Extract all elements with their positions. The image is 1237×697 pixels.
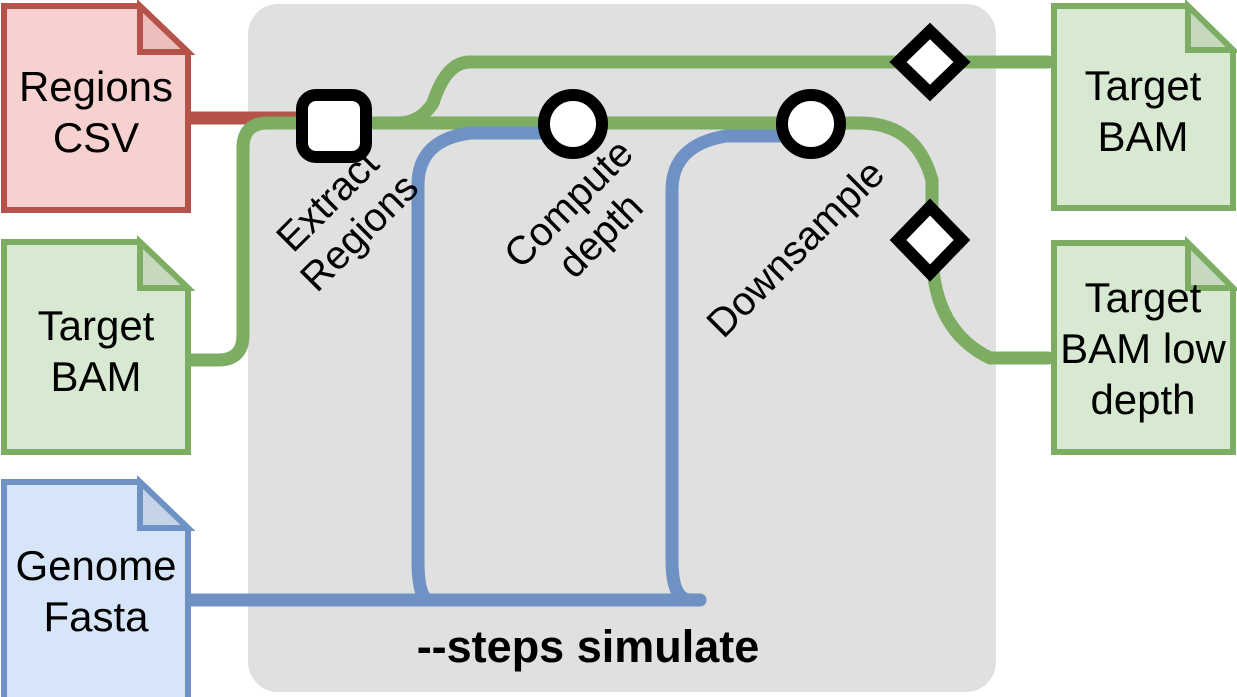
edge-target-bam-to-extract bbox=[179, 116, 337, 367]
edge-genome-fasta-to-compute-depth bbox=[411, 126, 552, 607]
target-bam-output-line-2: BAM bbox=[1097, 113, 1188, 160]
node-genome-fasta[interactable] bbox=[1, 474, 196, 697]
target-bam-input-body bbox=[1, 239, 191, 455]
regions-csv-line-2: CSV bbox=[53, 114, 139, 161]
target-bam-input-fold bbox=[137, 234, 196, 291]
target-bam-output-label: Target BAM bbox=[1085, 62, 1202, 160]
panel-title: --steps simulate bbox=[417, 621, 760, 672]
target-bam-output-line-1: Target bbox=[1085, 62, 1202, 109]
target-bam-low-depth-fold bbox=[1185, 235, 1237, 291]
steps-panel bbox=[248, 4, 996, 692]
genome-fasta-body bbox=[1, 479, 191, 697]
node-target-bam-input[interactable] bbox=[1, 234, 196, 455]
target-bam-low-depth-label: Target BAM low depth bbox=[1060, 274, 1226, 423]
regions-csv-body bbox=[1, 3, 191, 213]
node-target-bam-low-depth[interactable] bbox=[1051, 235, 1237, 455]
target-bam-input-line-2: BAM bbox=[50, 353, 141, 400]
target-bam-low-depth-line-3: depth bbox=[1090, 376, 1195, 423]
step-node-downsample[interactable] bbox=[776, 89, 846, 159]
genome-fasta-fold bbox=[137, 474, 196, 531]
node-regions-csv[interactable] bbox=[1, 0, 196, 213]
target-bam-low-depth-body bbox=[1051, 240, 1236, 455]
regions-csv-line-1: Regions bbox=[19, 63, 173, 110]
output-marker-top-diamond-icon[interactable] bbox=[889, 22, 971, 102]
genome-fasta-label: Genome Fasta bbox=[15, 542, 176, 640]
target-bam-low-depth-line-2: BAM low bbox=[1060, 325, 1226, 372]
output-marker-bottom-diamond-icon[interactable] bbox=[889, 198, 971, 282]
node-target-bam-output[interactable] bbox=[1051, 0, 1237, 211]
genome-fasta-line-1: Genome bbox=[15, 542, 176, 589]
target-bam-output-fold bbox=[1185, 0, 1237, 53]
target-bam-input-line-1: Target bbox=[38, 302, 155, 349]
target-bam-input-label: Target BAM bbox=[38, 302, 155, 400]
target-bam-output-body bbox=[1051, 3, 1236, 211]
step-node-extract-regions[interactable] bbox=[296, 89, 372, 163]
target-bam-low-depth-line-1: Target bbox=[1085, 274, 1202, 321]
step-node-compute-depth[interactable] bbox=[538, 89, 608, 159]
regions-csv-fold bbox=[137, 0, 196, 55]
genome-fasta-line-2: Fasta bbox=[43, 593, 149, 640]
regions-csv-label: Regions CSV bbox=[19, 63, 173, 161]
edge-genome-fasta-to-downsample bbox=[665, 129, 797, 607]
